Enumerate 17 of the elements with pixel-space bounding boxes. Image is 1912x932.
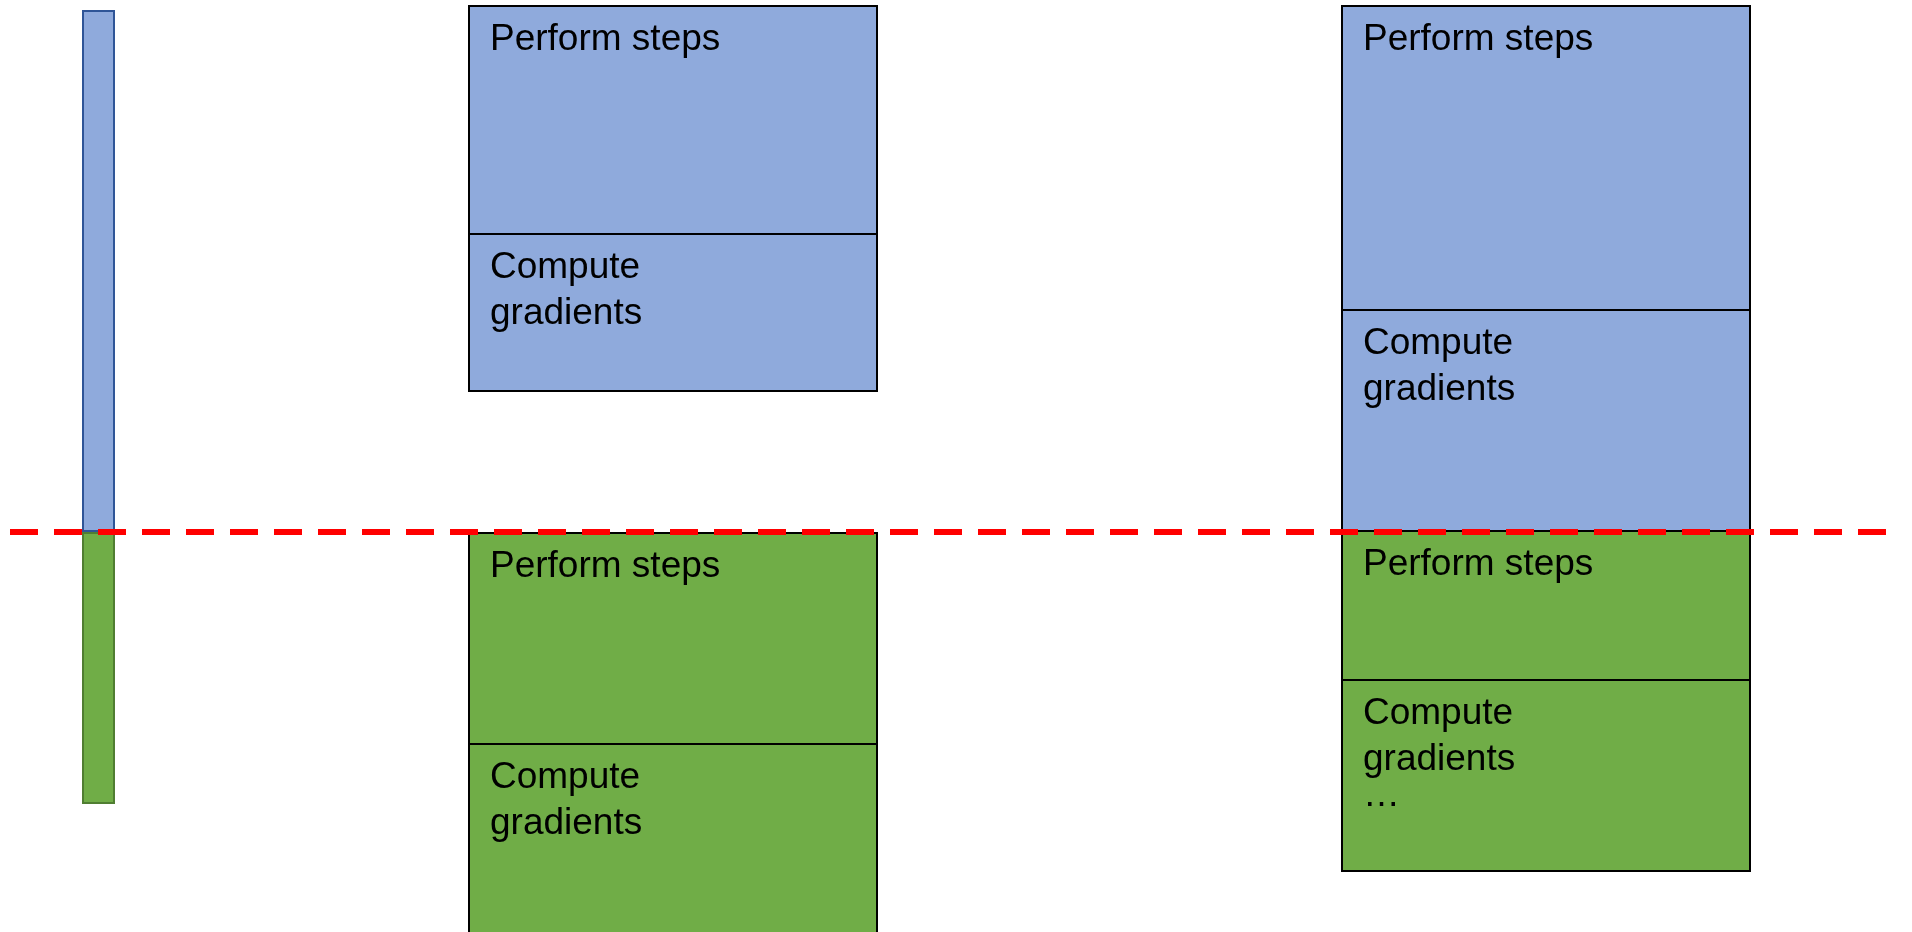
- step-box: [468, 743, 878, 932]
- step-box: [468, 532, 878, 745]
- step-box: [468, 5, 878, 235]
- timeline-bar: [82, 10, 115, 532]
- step-box: [1341, 679, 1751, 872]
- step-label: Perform steps: [1363, 541, 1594, 585]
- step-box: [1341, 530, 1751, 681]
- step-label: Perform steps: [490, 16, 721, 60]
- step-label: Compute gradients: [490, 754, 644, 844]
- step-label: Compute gradients: [490, 244, 644, 334]
- step-box: [1341, 309, 1751, 532]
- timeline-bar: [82, 532, 115, 804]
- step-label: Compute gradients: [1363, 320, 1517, 410]
- step-label: Perform steps: [490, 543, 721, 587]
- step-box: [1341, 5, 1751, 311]
- step-label: Perform steps: [1363, 16, 1594, 60]
- step-box: [468, 233, 878, 392]
